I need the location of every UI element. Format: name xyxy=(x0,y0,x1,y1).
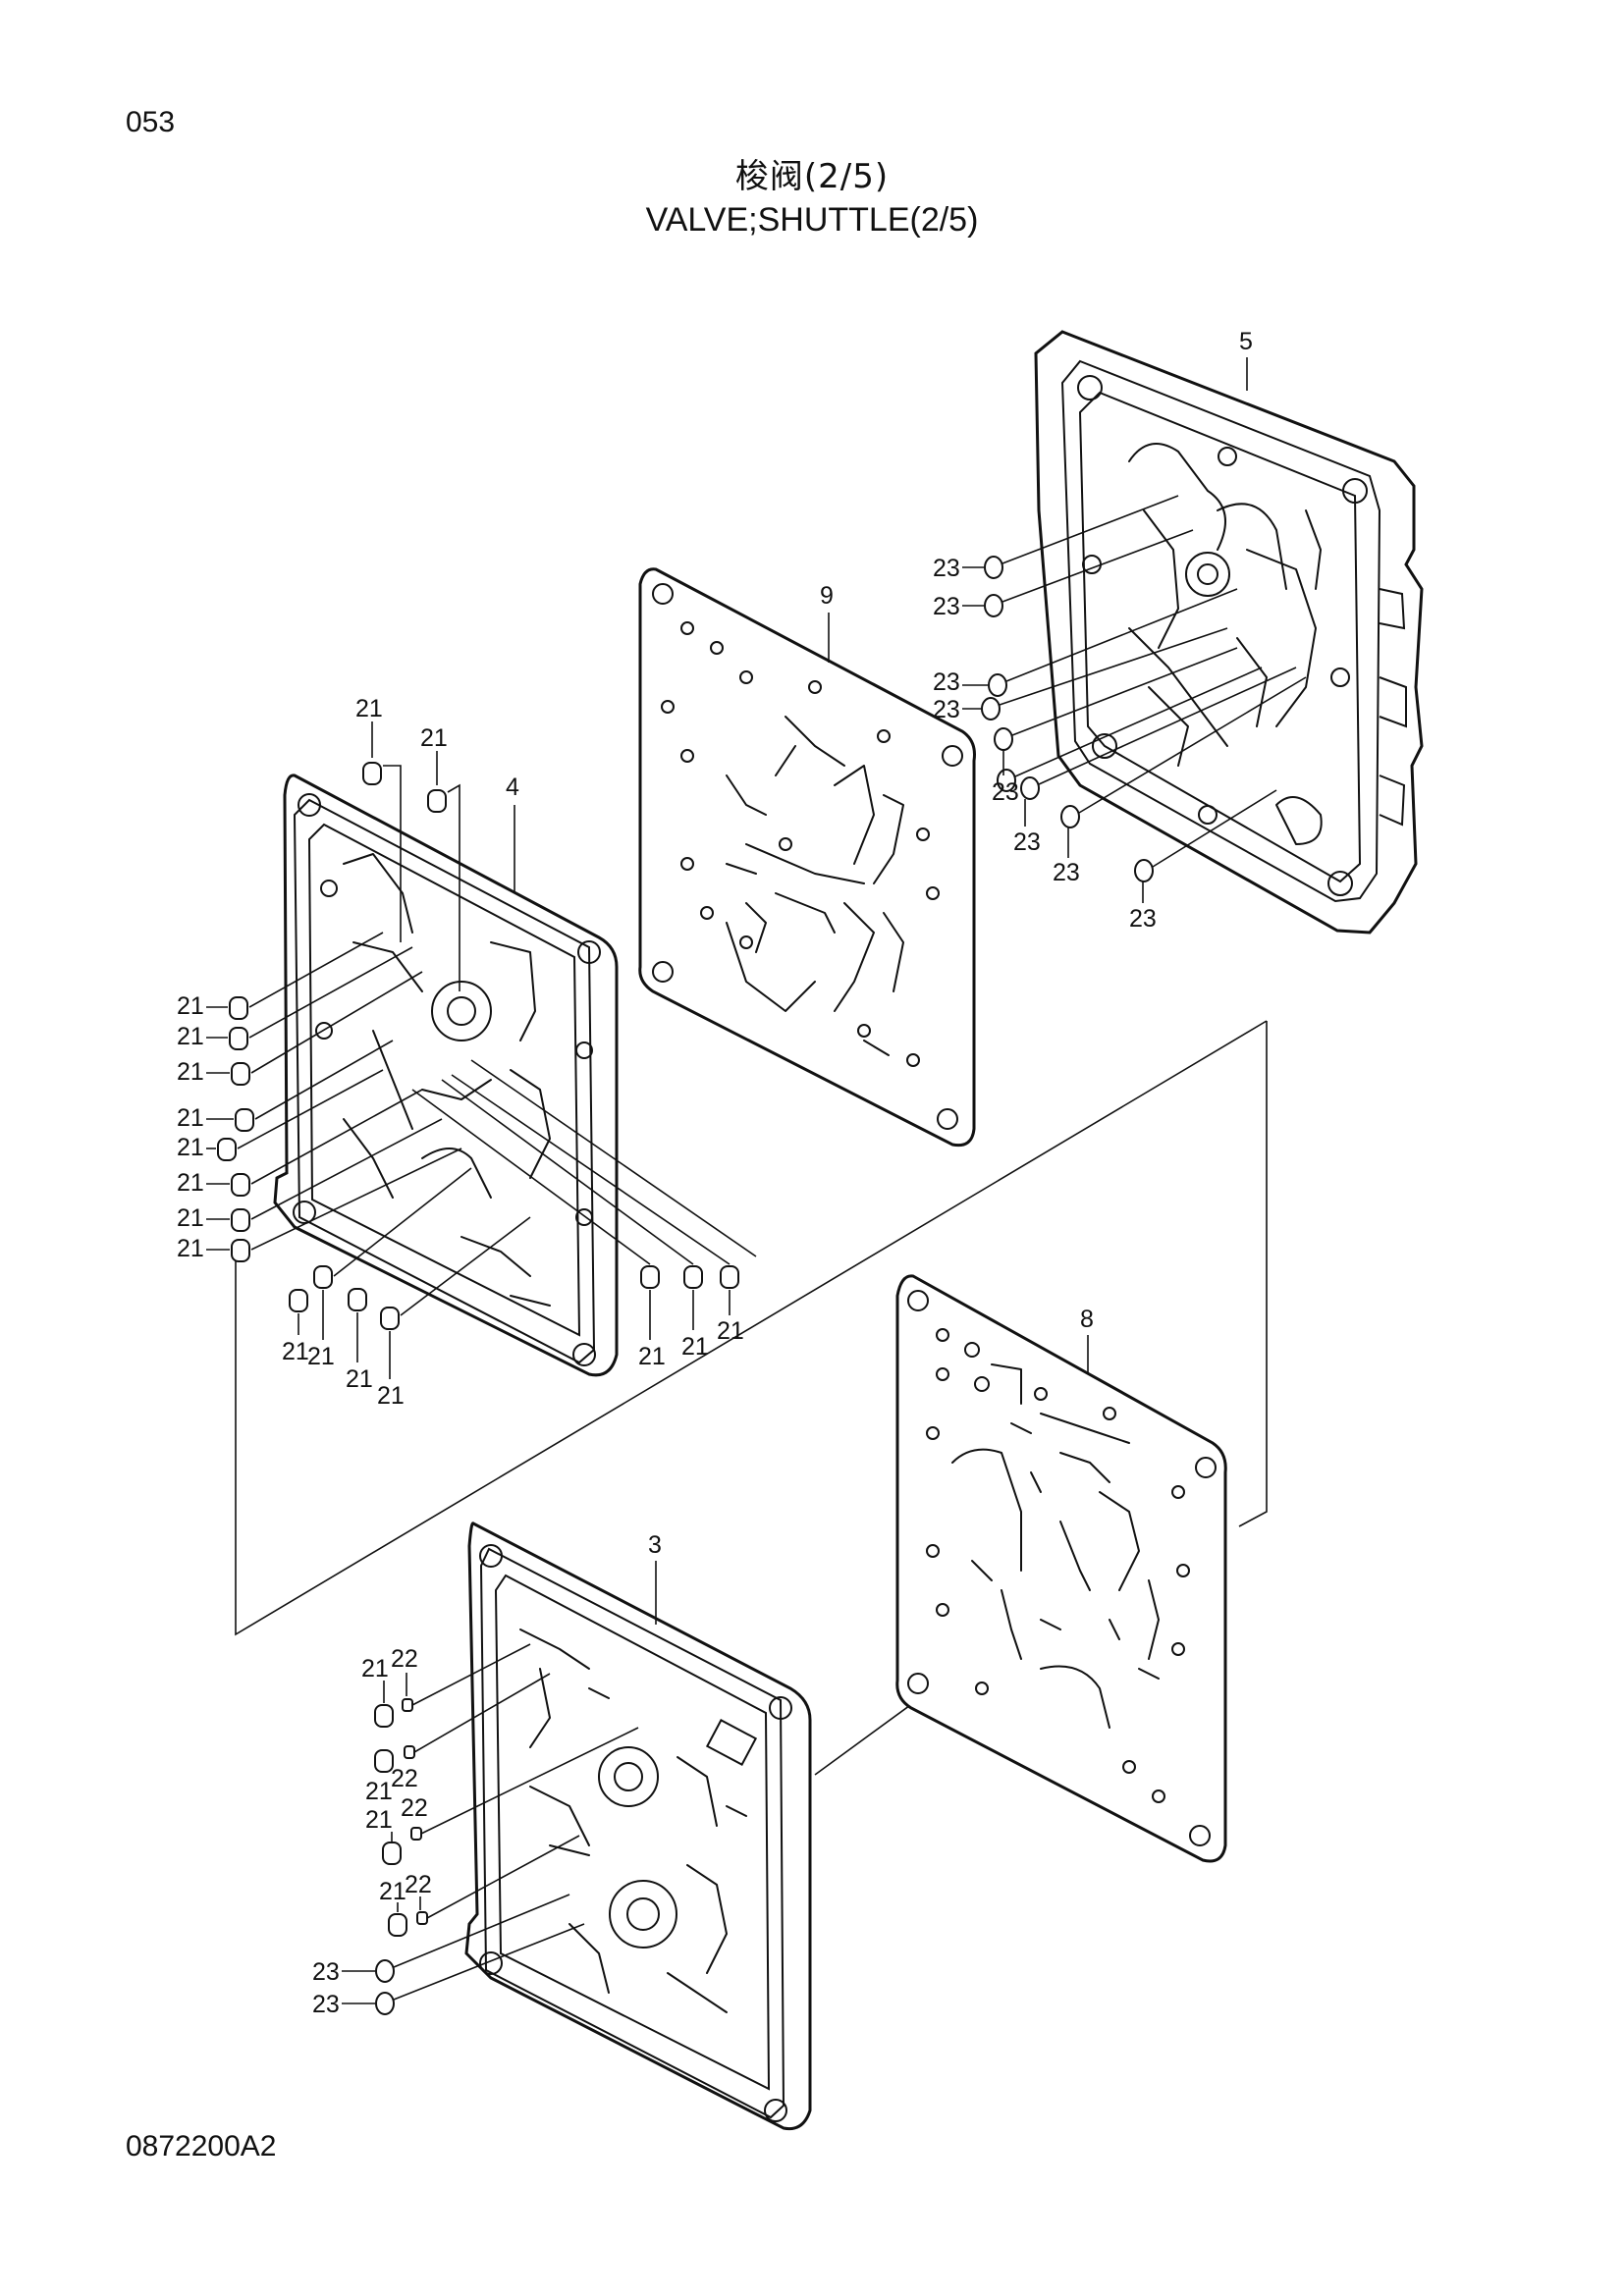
svg-text:21: 21 xyxy=(177,1169,204,1197)
title-chinese: 梭阀(2/5) xyxy=(734,157,890,196)
callout-part-3: 3 xyxy=(648,1531,662,1559)
svg-text:23: 23 xyxy=(1013,828,1041,856)
svg-text:21: 21 xyxy=(307,1343,335,1370)
svg-text:21: 21 xyxy=(346,1365,373,1393)
part-9-separator-plate xyxy=(638,567,976,1148)
svg-text:21: 21 xyxy=(638,1343,666,1370)
title-english: VALVE;SHUTTLE(2/5) xyxy=(645,201,979,239)
svg-text:22: 22 xyxy=(391,1765,418,1792)
svg-text:21: 21 xyxy=(361,1655,389,1682)
callout-part-9: 9 xyxy=(820,582,834,610)
svg-text:21: 21 xyxy=(177,1204,204,1232)
svg-text:23: 23 xyxy=(1053,859,1080,886)
svg-text:21: 21 xyxy=(177,1058,204,1086)
callouts-lower: 21 22 22 21 22 21 21 22 23 23 xyxy=(312,1645,432,2018)
part-21-plugs-upper xyxy=(217,721,757,1330)
document-code: 0872200A2 xyxy=(126,2130,277,2163)
callout-part-5: 5 xyxy=(1239,328,1253,355)
svg-text:23: 23 xyxy=(312,1991,340,2018)
svg-text:23: 23 xyxy=(992,778,1019,806)
svg-text:23: 23 xyxy=(933,555,960,582)
svg-text:23: 23 xyxy=(933,668,960,696)
svg-text:21: 21 xyxy=(379,1878,406,1905)
svg-text:22: 22 xyxy=(391,1645,418,1673)
svg-text:21: 21 xyxy=(177,1134,204,1161)
svg-text:23: 23 xyxy=(312,1958,340,1986)
svg-text:21: 21 xyxy=(355,695,383,722)
part-23-filters-upper xyxy=(981,495,1307,882)
svg-text:21: 21 xyxy=(377,1382,405,1410)
svg-text:21: 21 xyxy=(681,1333,709,1361)
page-number: 053 xyxy=(126,106,176,138)
part-5-valve-body xyxy=(1034,330,1424,934)
callouts-23-upper: 23 23 23 23 23 23 23 23 xyxy=(933,555,1157,933)
parts-21-22-23-lower xyxy=(374,1643,639,2015)
svg-text:21: 21 xyxy=(420,724,448,752)
callout-part-4: 4 xyxy=(506,774,519,801)
callout-part-8: 8 xyxy=(1080,1306,1094,1333)
svg-text:21: 21 xyxy=(365,1778,393,1805)
svg-text:21: 21 xyxy=(717,1317,744,1345)
svg-text:23: 23 xyxy=(933,593,960,620)
callouts-21-upper: 21 21 21 21 21 21 21 21 21 21 21 21 21 2… xyxy=(177,695,744,1410)
svg-text:21: 21 xyxy=(177,992,204,1020)
svg-text:21: 21 xyxy=(177,1235,204,1262)
svg-text:21: 21 xyxy=(177,1104,204,1132)
svg-text:21: 21 xyxy=(177,1023,204,1050)
svg-text:21: 21 xyxy=(282,1338,309,1365)
svg-text:21: 21 xyxy=(365,1806,393,1834)
svg-text:22: 22 xyxy=(405,1871,432,1898)
svg-text:23: 23 xyxy=(1129,905,1157,933)
part-8-separator-plate xyxy=(895,1274,1227,1863)
svg-text:22: 22 xyxy=(401,1794,428,1822)
part-3-valve-body xyxy=(464,1522,812,2131)
